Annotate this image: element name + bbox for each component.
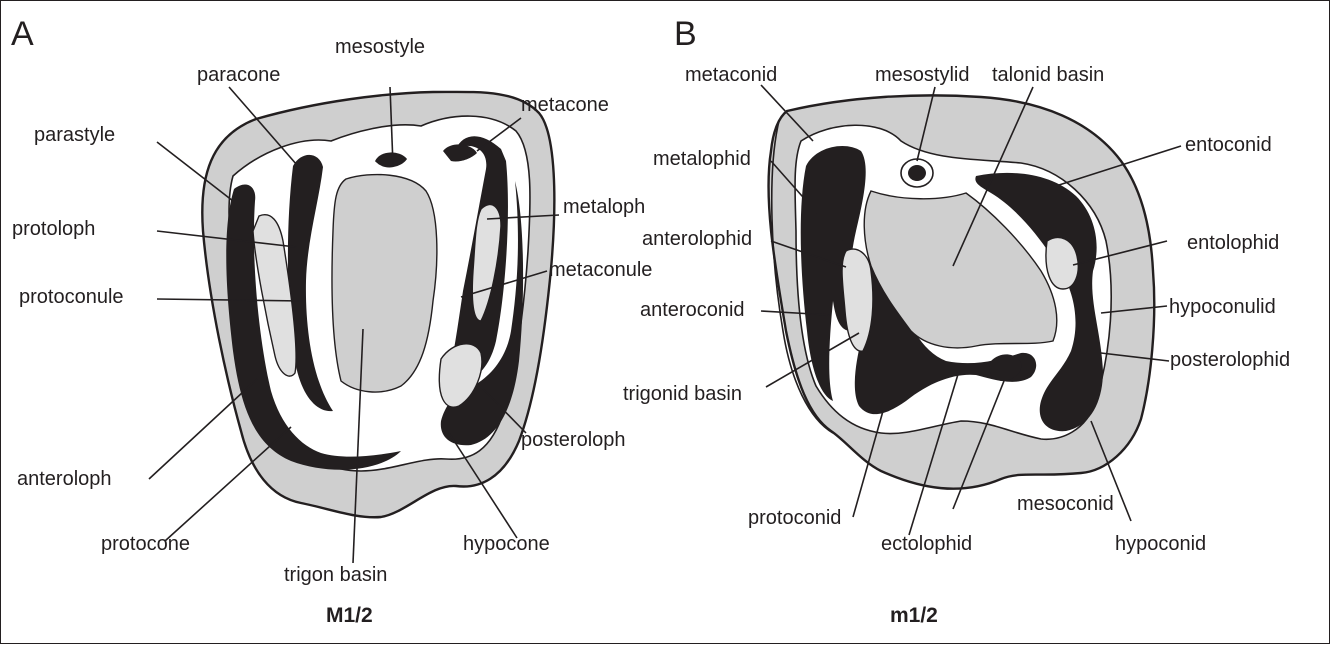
panel-b: B	[623, 15, 1290, 627]
label-entoconid: entoconid	[1185, 134, 1272, 156]
panel-b-letter: B	[674, 15, 697, 53]
label-paracone: paracone	[197, 64, 280, 86]
label-trigonid-basin: trigonid basin	[623, 383, 742, 405]
label-anteroconid: anteroconid	[640, 299, 745, 321]
label-protocone: protocone	[101, 533, 190, 555]
panel-a-letter: A	[11, 15, 34, 53]
label-posterolophid: posterolophid	[1170, 349, 1290, 371]
label-talonid-basin: talonid basin	[992, 64, 1104, 86]
label-anteroloph: anteroloph	[17, 468, 112, 490]
label-trigon-basin: trigon basin	[284, 564, 387, 586]
panel-a-caption: M1/2	[326, 604, 373, 627]
label-metaloph: metaloph	[563, 196, 645, 218]
label-metaconule: metaconule	[549, 259, 652, 281]
label-metalophid: metalophid	[653, 148, 751, 170]
label-protoconule: protoconule	[19, 286, 124, 308]
label-anterolophid: anterolophid	[642, 228, 752, 250]
label-ectolophid: ectolophid	[881, 533, 972, 555]
m1-trigon-basin	[332, 175, 437, 392]
label-mesostyle: mesostyle	[335, 36, 425, 58]
label-metacone: metacone	[521, 94, 609, 116]
label-posteroloph: posteroloph	[521, 429, 626, 451]
m2-mesostylid	[908, 165, 926, 181]
label-metaconid: metaconid	[685, 64, 777, 86]
label-hypocone: hypocone	[463, 533, 550, 555]
panel-a: A	[11, 15, 652, 627]
label-hypoconulid: hypoconulid	[1169, 296, 1276, 318]
label-protoconid: protoconid	[748, 507, 841, 529]
label-protoloph: protoloph	[12, 218, 95, 240]
panel-b-caption: m1/2	[890, 604, 938, 627]
label-parastyle: parastyle	[34, 124, 115, 146]
label-entolophid: entolophid	[1187, 232, 1279, 254]
label-hypoconid: hypoconid	[1115, 533, 1206, 555]
label-mesostylid: mesostylid	[875, 64, 969, 86]
label-mesoconid: mesoconid	[1017, 493, 1114, 515]
